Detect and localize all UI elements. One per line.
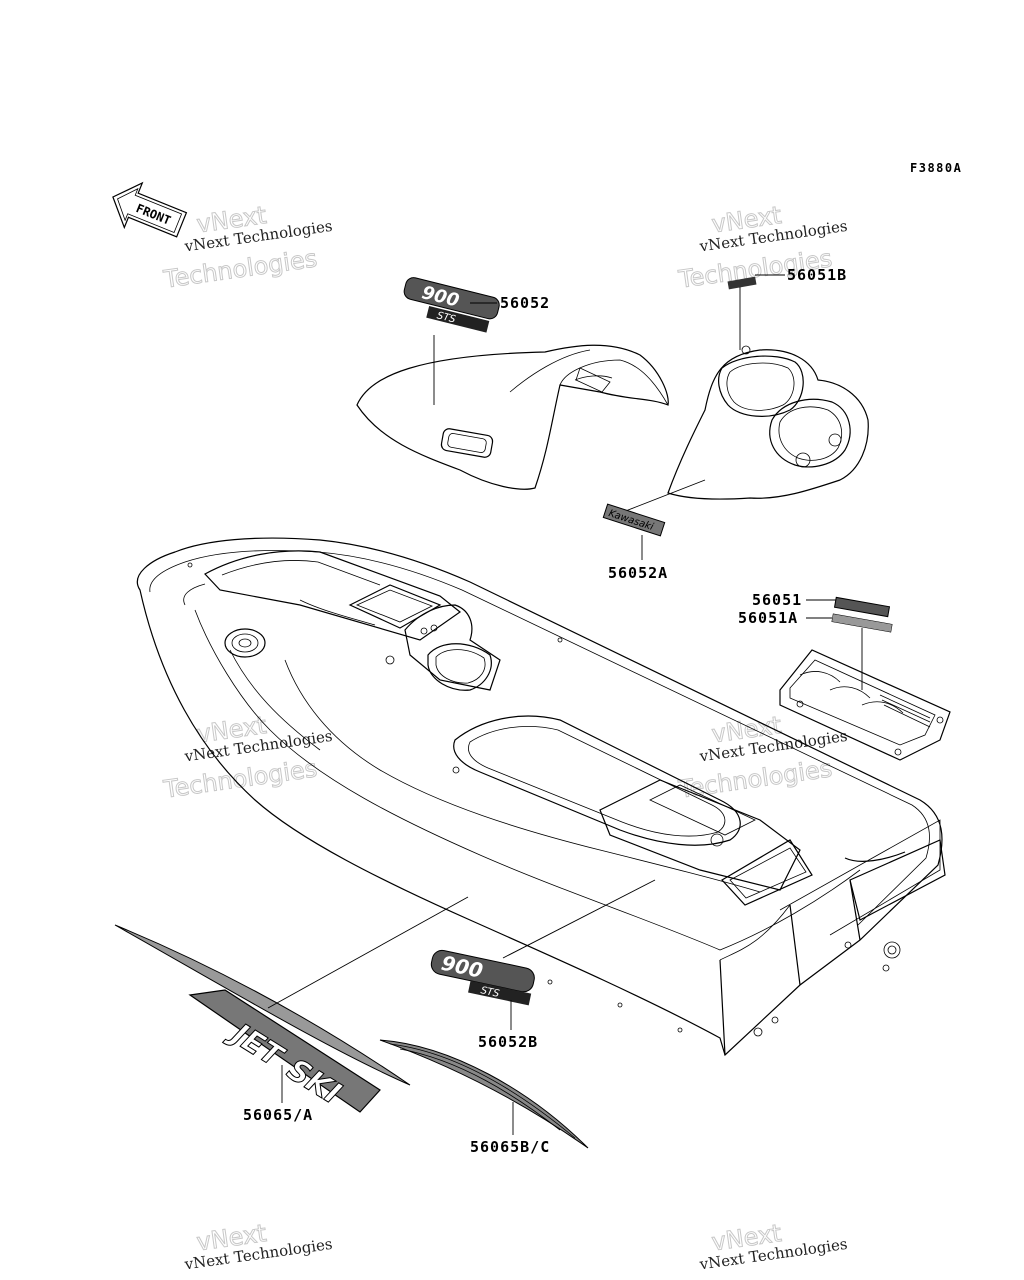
decal-56051b-icon [727, 276, 757, 290]
decal-56051a-icon [831, 613, 893, 633]
callout-56051: 56051 [752, 591, 802, 609]
svg-text:900: 900 [420, 282, 462, 311]
storage-box-part [779, 649, 951, 761]
decal-56052a-icon: Kawasaki [602, 503, 666, 537]
svg-text:900: 900 [439, 951, 485, 983]
hull-part [136, 537, 946, 1057]
callout-56051a: 56051A [738, 609, 798, 627]
callout-56051b: 56051B [787, 266, 847, 284]
decal-56065bc-icon [379, 1039, 589, 1149]
callouts: 56052 56051B 56052A 56051 56051A 56052B … [243, 266, 847, 1156]
svg-text:STS: STS [436, 310, 458, 325]
decal-56052b-icon: 900 STS [430, 949, 535, 1006]
figure-code: F3880A [910, 161, 962, 175]
front-hood-part [356, 335, 669, 490]
decal-56051-icon [833, 596, 891, 618]
front-arrow-icon: FRONT [112, 181, 188, 238]
steering-cover-part [622, 287, 869, 513]
decal-56052-icon: 900 STS [403, 277, 500, 333]
callout-56065a: 56065/A [243, 1106, 313, 1124]
callout-56052: 56052 [500, 294, 550, 312]
svg-text:STS: STS [480, 985, 501, 1000]
decal-56065a-icon: JET SKI [114, 924, 411, 1113]
callout-56052b: 56052B [478, 1033, 538, 1051]
callout-56052a: 56052A [608, 564, 668, 582]
callout-56065bc: 56065B/C [470, 1138, 550, 1156]
